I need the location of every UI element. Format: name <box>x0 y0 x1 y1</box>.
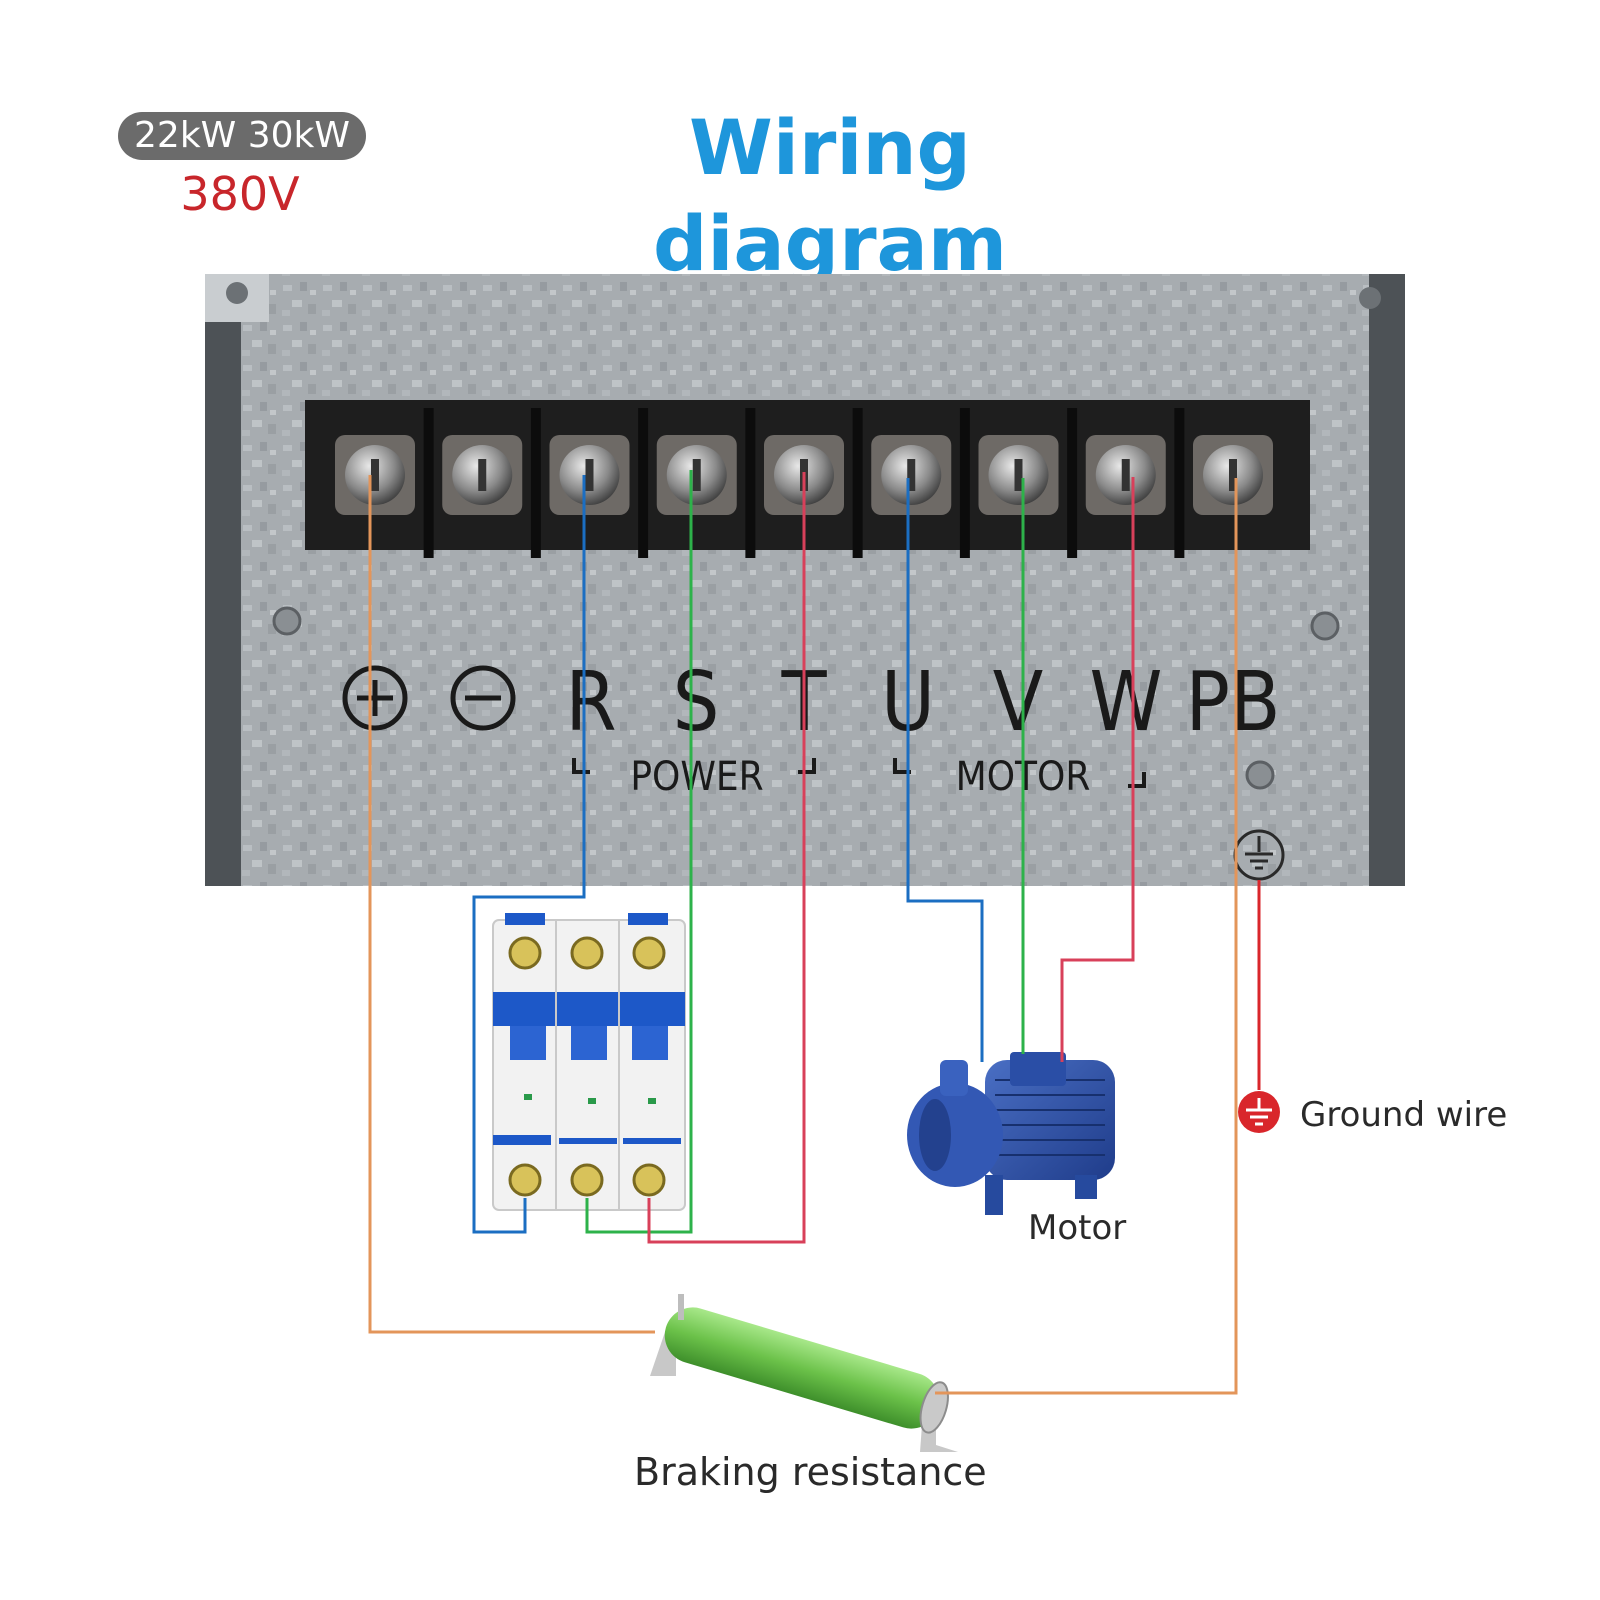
terminal-w-label: W <box>1090 655 1163 750</box>
terminal-screw-9 <box>1174 408 1273 558</box>
braking-resistance-label: Braking resistance <box>634 1450 987 1494</box>
terminal-screw-6 <box>852 408 952 558</box>
wires <box>368 470 1261 1395</box>
terminal-screw-4 <box>638 408 737 558</box>
wire-pb-to-resistor <box>935 478 1238 1395</box>
voltage-label: 380V <box>180 167 300 221</box>
terminal-screw-3 <box>530 408 630 558</box>
page-title: Wiring diagram <box>652 103 1008 288</box>
terminal-screw-1 <box>335 435 415 515</box>
wire-s-to-breaker <box>585 470 693 1234</box>
wire-r-to-breaker <box>472 475 586 1234</box>
motor-label: Motor <box>1028 1208 1127 1248</box>
ground-wire-label: Ground wire <box>1300 1095 1508 1135</box>
terminal-s-label: S <box>673 655 720 750</box>
motor-bracket-left <box>893 758 911 774</box>
motor-image <box>907 1052 1115 1215</box>
wire-w-to-motor <box>1060 477 1135 1062</box>
power-rating-badge: 22kW 30kW <box>118 112 366 160</box>
terminal-minus-label <box>450 665 516 731</box>
terminal-labels: R S T U V W PB POWER MOTOR <box>342 655 1285 881</box>
braking-resistor <box>650 1294 958 1452</box>
terminal-r-label: R <box>565 655 616 750</box>
terminal-plus-label <box>342 665 408 731</box>
wire-t-to-breaker <box>647 472 806 1244</box>
terminal-v-label: V <box>993 655 1043 750</box>
terminal-screw-7 <box>959 408 1059 558</box>
terminal-block <box>305 400 1310 558</box>
circuit-breaker <box>492 913 686 1211</box>
wire-plus-to-resistor <box>368 475 655 1334</box>
wire-u-to-motor <box>906 478 984 1062</box>
power-group-label: POWER <box>630 754 763 800</box>
terminal-screw-8 <box>1067 408 1166 558</box>
ground-marker-icon <box>1238 1091 1280 1133</box>
terminal-pb-label: PB <box>1185 655 1280 750</box>
terminal-screw-2 <box>423 408 523 558</box>
